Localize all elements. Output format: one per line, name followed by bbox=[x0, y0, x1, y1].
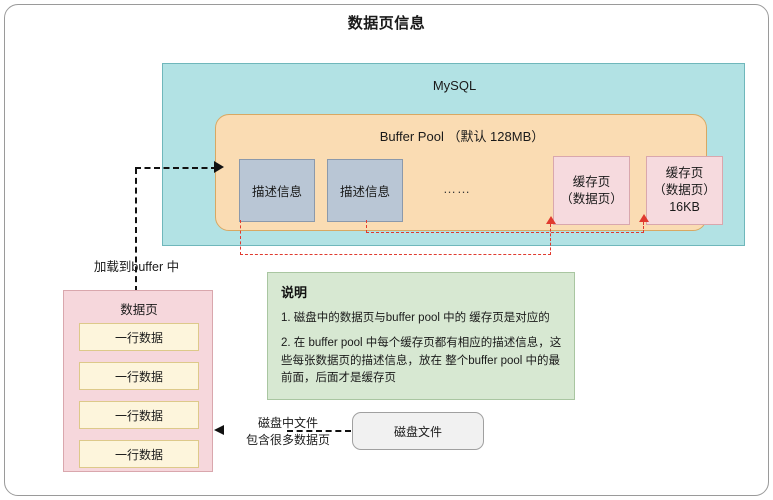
red-connector-1-vertical-end bbox=[550, 224, 551, 255]
data-page-label: 数据页 bbox=[120, 303, 158, 317]
mysql-label: MySQL bbox=[432, 78, 477, 93]
disk-file-box: 磁盘文件 bbox=[352, 412, 484, 450]
red-connector-2-vertical-end bbox=[643, 222, 644, 233]
description-info-box-1: 描述信息 bbox=[239, 159, 315, 222]
cache-page-2-line1: 缓存页 bbox=[665, 166, 704, 181]
red-connector-1-horizontal bbox=[240, 254, 551, 255]
note-line-1: 1. 磁盘中的数据页与buffer pool 中的 缓存页是对应的 bbox=[281, 312, 550, 324]
load-arrow-head-icon bbox=[214, 161, 224, 173]
ellipsis-label: …… bbox=[443, 181, 471, 196]
load-arrow-vertical bbox=[135, 168, 137, 292]
buffer-pool-label: Buffer Pool （默认 128MB） bbox=[379, 129, 545, 144]
red-connector-2-horizontal bbox=[366, 232, 644, 233]
red-connector-1-vertical-start bbox=[240, 220, 241, 255]
data-row-3: 一行数据 bbox=[79, 401, 199, 429]
description-info-box-2: 描述信息 bbox=[327, 159, 403, 222]
disk-caption-line2: 包含很多数据页 bbox=[245, 432, 330, 447]
data-row-4: 一行数据 bbox=[79, 440, 199, 468]
data-row-1: 一行数据 bbox=[79, 323, 199, 351]
disk-arrow-head-icon bbox=[214, 425, 224, 435]
load-arrow-label: 加载到buffer 中 bbox=[93, 260, 180, 274]
load-arrow-horizontal bbox=[135, 167, 217, 169]
data-page-container: 数据页 一行数据 一行数据 一行数据 一行数据 bbox=[63, 290, 213, 472]
disk-caption-line1: 磁盘中文件 bbox=[257, 416, 318, 430]
cache-page-1-line2: （数据页） bbox=[560, 191, 623, 206]
cache-page-box-1: 缓存页 （数据页） bbox=[553, 156, 630, 225]
red-connector-2-vertical-start bbox=[366, 220, 367, 233]
cache-page-2-line3: 16KB bbox=[669, 199, 700, 214]
buffer-pool-container: Buffer Pool （默认 128MB） 描述信息 描述信息 …… 缓存页 … bbox=[215, 114, 723, 231]
cache-page-2-line2: （数据页） bbox=[653, 183, 716, 198]
disk-caption: 磁盘中文件 包含很多数据页 bbox=[228, 415, 348, 449]
cache-page-box-2: 缓存页 （数据页） 16KB bbox=[646, 156, 723, 225]
page-title: 数据页信息 bbox=[347, 15, 426, 32]
red-arrow-head-2 bbox=[639, 214, 649, 222]
disk-connector-dashed bbox=[287, 430, 351, 432]
note-container: 说明 1. 磁盘中的数据页与buffer pool 中的 缓存页是对应的 2. … bbox=[267, 272, 575, 400]
mysql-container: MySQL Buffer Pool （默认 128MB） 描述信息 描述信息 …… bbox=[162, 63, 745, 246]
cache-page-1-line1: 缓存页 bbox=[572, 174, 611, 189]
red-arrow-head-1 bbox=[546, 216, 556, 224]
note-title: 说明 bbox=[281, 285, 308, 300]
data-row-2: 一行数据 bbox=[79, 362, 199, 390]
note-line-2: 2. 在 buffer pool 中每个缓存页都有相应的描述信息，这些每张数据页… bbox=[281, 336, 562, 385]
